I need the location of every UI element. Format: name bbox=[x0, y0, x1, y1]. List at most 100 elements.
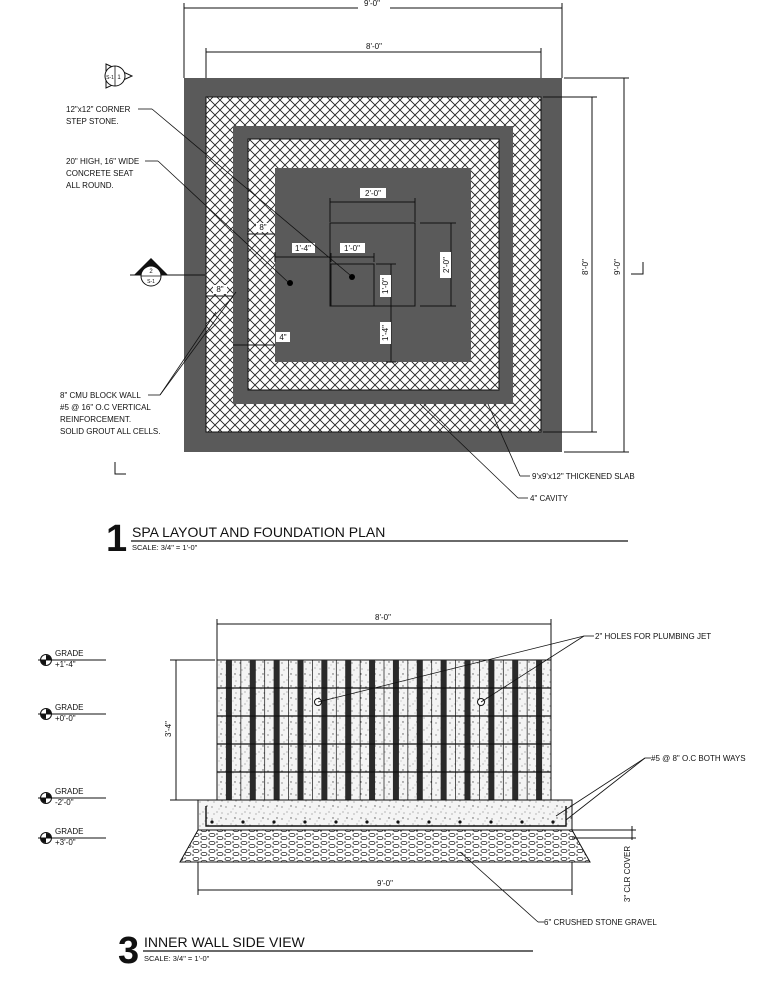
footing-bar bbox=[241, 820, 245, 824]
dim-step-height: 2'-0" bbox=[420, 222, 456, 307]
dim-overall-height-label: 9'-0" bbox=[613, 259, 622, 275]
dim-step-width: 2'-0" bbox=[329, 188, 416, 222]
dim-seat-top-label: 8" bbox=[259, 223, 266, 232]
dim-footing-width-label: 9'-0" bbox=[377, 879, 393, 888]
vertical-rebar bbox=[273, 660, 280, 800]
footing-rebar-dots bbox=[210, 820, 555, 824]
dim-overall-width-label: 9'-0" bbox=[364, 0, 380, 8]
plan-title-number: 1 bbox=[106, 518, 127, 560]
reference-dot-seat bbox=[287, 280, 293, 286]
svg-text:+0'-0": +0'-0" bbox=[55, 714, 76, 723]
dim-offset-y-label: 1'-4" bbox=[381, 325, 390, 341]
dim-corner-width: 1'-0" bbox=[330, 243, 375, 262]
svg-text:8" CMU BLOCK WALL: 8" CMU BLOCK WALL bbox=[60, 391, 141, 400]
dim-gap-small-label: 4" bbox=[279, 333, 286, 342]
svg-text:#5 @ 16" O.C VERTICAL: #5 @ 16" O.C VERTICAL bbox=[60, 403, 151, 412]
dim-seat-top: 8" bbox=[247, 223, 275, 235]
svg-text:20" HIGH, 16" WIDE: 20" HIGH, 16" WIDE bbox=[66, 157, 139, 166]
footing-bar bbox=[551, 820, 555, 824]
note-corner-step: 12"x12" CORNER STEP STONE. bbox=[66, 105, 351, 276]
footing-bar bbox=[489, 820, 493, 824]
note-gravel: 6" CRUSHED STONE GRAVEL bbox=[459, 851, 657, 927]
dim-corner-height: 1'-0" bbox=[376, 263, 396, 306]
footing-bar bbox=[427, 820, 431, 824]
dim-gap-small: 4" bbox=[233, 332, 290, 346]
footing-bar bbox=[272, 820, 276, 824]
svg-text:-2'-0": -2'-0" bbox=[55, 798, 74, 807]
dim-wall-width-label: 8'-0" bbox=[375, 613, 391, 622]
grade-marker-2: GRADE +0'-0" bbox=[38, 703, 106, 723]
section-marker-left: 2 S-1 bbox=[130, 258, 205, 287]
dim-wall-height: 3'-4" bbox=[163, 659, 215, 801]
vertical-rebar bbox=[512, 660, 519, 800]
dim-corner-width-label: 1'-0" bbox=[344, 244, 360, 253]
spa-floor bbox=[275, 168, 471, 362]
dim-offset-x-label: 1'-4" bbox=[295, 244, 311, 253]
corner-mark-right bbox=[631, 262, 644, 275]
svg-text:GRADE: GRADE bbox=[55, 827, 83, 836]
side-view-title: INNER WALL SIDE VIEW bbox=[144, 934, 306, 950]
horizontal-rebar-group bbox=[217, 687, 551, 773]
grade-marker-1: GRADE +1'-4" bbox=[38, 649, 106, 669]
footing-bar bbox=[396, 820, 400, 824]
note-slab: 9'x9'x12" THICKENED SLAB bbox=[487, 403, 635, 481]
vertical-rebar-group bbox=[216, 660, 543, 800]
dim-overall-width: 9'-0" bbox=[183, 0, 563, 78]
grade-marker-3: GRADE -2'-0" bbox=[38, 787, 106, 807]
side-view-title-block: 3 INNER WALL SIDE VIEW SCALE: 3/4" = 1'-… bbox=[118, 930, 533, 972]
note-concrete-seat: 20" HIGH, 16" WIDE CONCRETE SEAT ALL ROU… bbox=[66, 157, 289, 283]
vertical-rebar bbox=[416, 660, 423, 800]
vertical-rebar bbox=[464, 660, 471, 800]
svg-text:CONCRETE SEAT: CONCRETE SEAT bbox=[66, 169, 134, 178]
corner-mark-left bbox=[114, 462, 126, 475]
svg-text:12"x12" CORNER: 12"x12" CORNER bbox=[66, 105, 131, 114]
svg-text:GRADE: GRADE bbox=[55, 703, 83, 712]
note-cmu-wall: 8" CMU BLOCK WALL #5 @ 16" O.C VERTICAL … bbox=[60, 291, 237, 436]
dim-footing-width: 9'-0" bbox=[197, 862, 573, 895]
svg-text:GRADE: GRADE bbox=[55, 787, 83, 796]
plan-view: 9'-0" 8'-0" 2'-0" bbox=[60, 0, 644, 560]
dim-overall-height: 9'-0" bbox=[564, 77, 629, 453]
dim-step-height-label: 2'-0" bbox=[442, 257, 451, 273]
vertical-rebar bbox=[488, 660, 495, 800]
plan-title-block: 1 SPA LAYOUT AND FOUNDATION PLAN SCALE: … bbox=[106, 518, 628, 560]
grade-marker-4: GRADE +3'-0" bbox=[38, 827, 106, 847]
dim-cavity-left-label: 8" bbox=[216, 285, 223, 294]
vertical-rebar bbox=[392, 660, 399, 800]
section-marker-left-sheet: S-1 bbox=[147, 279, 155, 285]
note-plumbing-holes: 2" HOLES FOR PLUMBING JET bbox=[317, 632, 711, 703]
svg-text:ALL ROUND.: ALL ROUND. bbox=[66, 181, 114, 190]
footing bbox=[197, 799, 573, 831]
section-marker-top-num: 1 bbox=[117, 75, 121, 81]
dim-offset-x: 1'-4" bbox=[274, 243, 330, 262]
footing-bar bbox=[210, 820, 214, 824]
vertical-rebar bbox=[536, 660, 543, 800]
vertical-rebar bbox=[440, 660, 447, 800]
svg-text:SOLID GROUT ALL CELLS.: SOLID GROUT ALL CELLS. bbox=[60, 427, 160, 436]
note-rebar: #5 @ 8" O.C BOTH WAYS bbox=[555, 754, 746, 821]
svg-text:2" HOLES FOR PLUMBING JET: 2" HOLES FOR PLUMBING JET bbox=[595, 632, 711, 641]
dim-wall-height-label: 3'-4" bbox=[164, 721, 173, 737]
vertical-rebar bbox=[345, 660, 352, 800]
footing-rebar bbox=[205, 806, 567, 827]
vertical-rebar bbox=[369, 660, 376, 800]
plan-scale: SCALE: 3/4" = 1'-0" bbox=[132, 543, 198, 552]
dim-clear-cover-label: 3" CLR COVER bbox=[623, 846, 632, 902]
note-cavity: 4" CAVITY bbox=[419, 403, 568, 503]
dim-cavity-left: 8" bbox=[206, 285, 233, 297]
svg-text:4" CAVITY: 4" CAVITY bbox=[530, 494, 568, 503]
footing-bar bbox=[303, 820, 307, 824]
svg-text:6" CRUSHED STONE GRAVEL: 6" CRUSHED STONE GRAVEL bbox=[544, 918, 657, 927]
svg-text:9'x9'x12" THICKENED SLAB: 9'x9'x12" THICKENED SLAB bbox=[532, 472, 635, 481]
crushed-stone-gravel bbox=[179, 829, 591, 863]
vertical-rebar bbox=[225, 660, 232, 800]
side-view: 8'-0" 3'-4" 9'-0" bbox=[38, 613, 746, 972]
svg-text:GRADE: GRADE bbox=[55, 649, 83, 658]
dim-step-width-label: 2'-0" bbox=[365, 189, 381, 198]
vertical-rebar bbox=[249, 660, 256, 800]
svg-text:+3'-0": +3'-0" bbox=[55, 838, 76, 847]
reference-dot-step bbox=[349, 274, 355, 280]
dim-clear-cover: 3" CLR COVER bbox=[572, 826, 636, 902]
vertical-rebar bbox=[321, 660, 328, 800]
